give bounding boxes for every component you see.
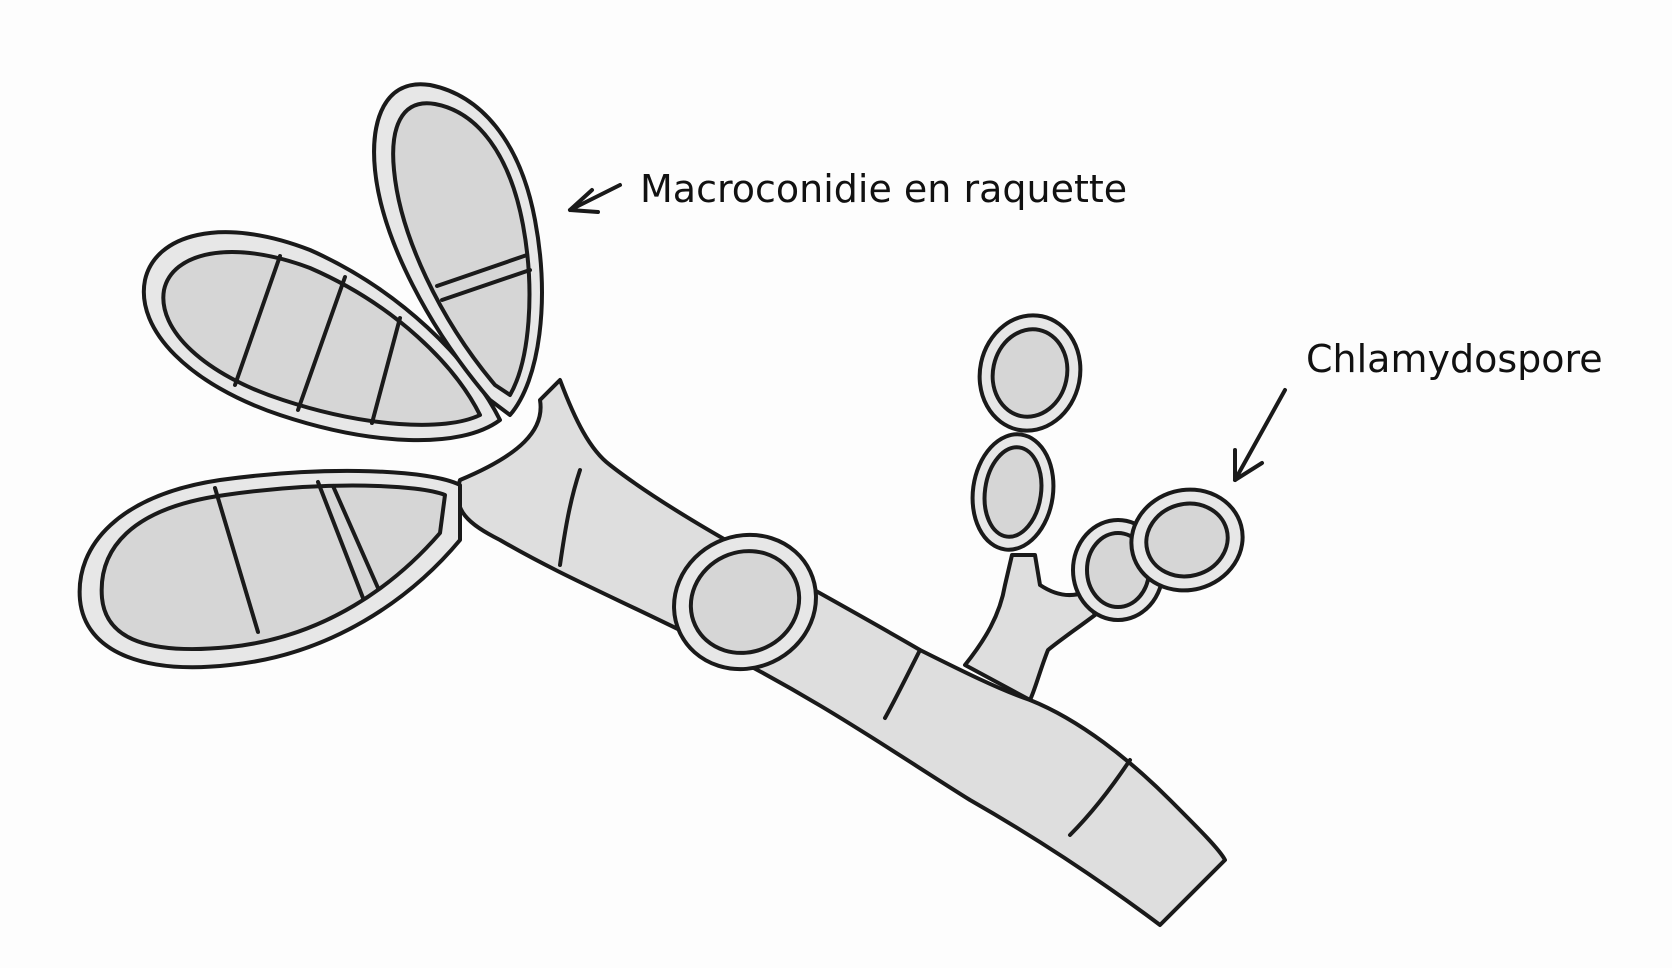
macroconidie-label: Macroconidie en raquette: [640, 167, 1128, 211]
macroconidium-inner: [391, 101, 532, 397]
macroconidium-septum: [296, 275, 347, 412]
macroconidium-septum: [370, 316, 402, 425]
macroconidium-septum: [331, 484, 380, 590]
chlamydospore-chain-upper: [970, 313, 1083, 552]
arrow-icon: [568, 183, 622, 212]
arrow-icon: [1233, 388, 1287, 482]
chlamydospore-chain-right: [1071, 487, 1245, 622]
arrow-macroconidie: [568, 183, 622, 214]
chlamydospore-label: Chlamydospore: [1306, 337, 1603, 381]
chlamydospore-inner: [688, 549, 802, 655]
hypha: [455, 378, 1227, 927]
intercalary-chlamydospore: [672, 532, 818, 672]
macroconidium-inner: [99, 483, 447, 652]
arrow-chlamydospore: [1233, 388, 1287, 482]
macroconidium-lower: [77, 468, 462, 670]
macroconidium-septum: [435, 253, 529, 288]
macroconidium-septum: [440, 268, 532, 302]
hypha-septum: [1068, 758, 1132, 837]
hypha-septum: [558, 468, 582, 567]
hypha-septum: [883, 648, 922, 720]
macroconidium-middle: [141, 230, 502, 443]
macroconidium-septum: [316, 480, 365, 600]
chlamydospore-inner: [1144, 501, 1230, 579]
arrow-head-icon: [1233, 448, 1264, 482]
macroconidium-septum: [213, 486, 260, 634]
arrow-head-icon: [568, 188, 600, 214]
macroconidium-upper: [372, 82, 544, 417]
hypha-trunk: [455, 378, 1227, 927]
macroconidium-septum: [233, 254, 282, 387]
chlamydospore-inner: [982, 445, 1044, 539]
chlamydospore-inner: [990, 327, 1070, 419]
